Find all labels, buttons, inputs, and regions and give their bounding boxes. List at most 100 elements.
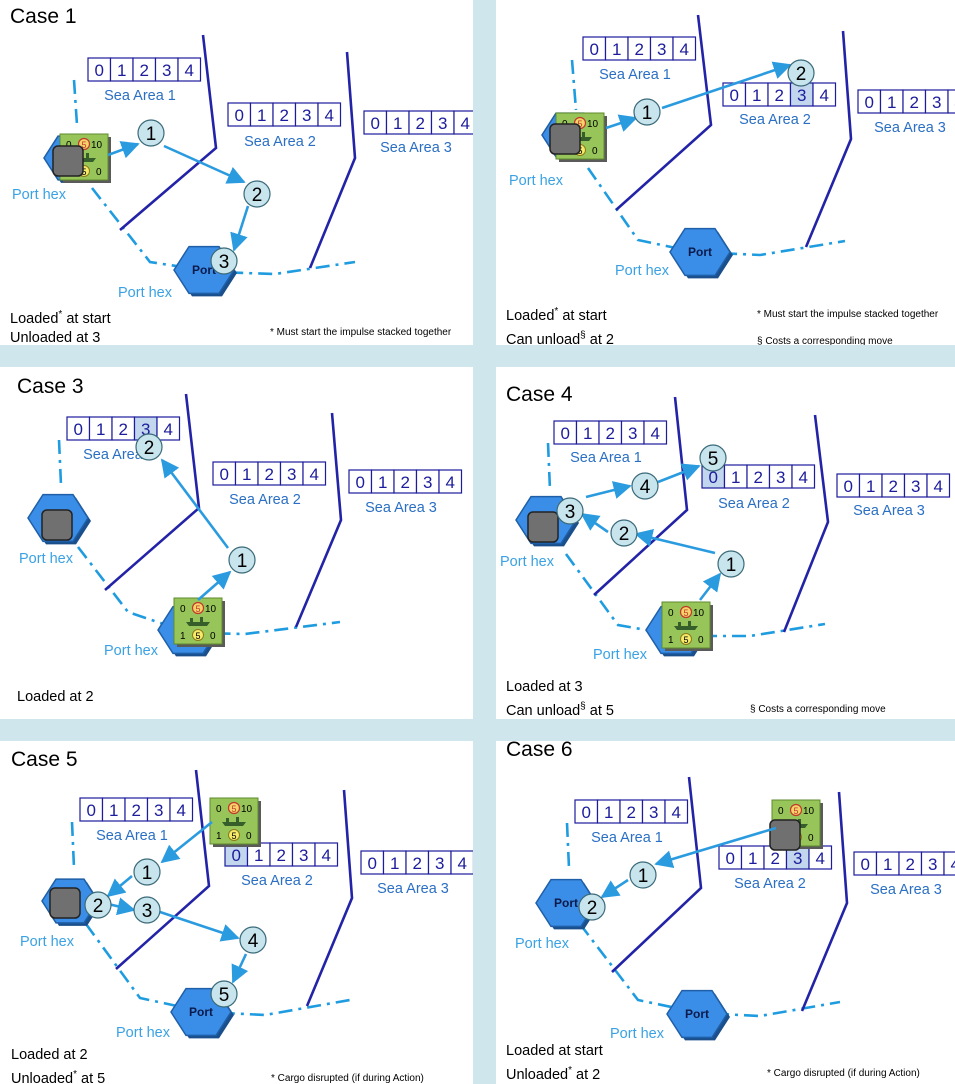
box-number: 2 — [280, 106, 289, 125]
box-number: 4 — [651, 424, 660, 443]
box-number: 2 — [606, 424, 615, 443]
footnote: * Cargo disrupted (if during Action) — [767, 1068, 920, 1079]
box — [812, 82, 837, 107]
case-notes: Loaded at 2 — [17, 688, 94, 707]
note-text: Loaded at 2 — [17, 689, 94, 705]
movement-arrow — [231, 953, 249, 984]
svg-text:5: 5 — [577, 119, 582, 129]
port-hex-label: Port hex — [615, 263, 670, 279]
box-number: 4 — [446, 473, 455, 492]
box-number: 0 — [582, 803, 591, 822]
box — [450, 850, 473, 875]
box-number: 3 — [928, 855, 937, 874]
box-number: 2 — [413, 854, 422, 873]
box-number: 3 — [649, 803, 658, 822]
note-line: Unloaded* at 2 — [506, 1061, 603, 1084]
svg-text:10: 10 — [587, 119, 599, 130]
movement-arrow — [605, 114, 638, 132]
sea-area-label: Sea Area 2 — [229, 492, 301, 508]
svg-text:5: 5 — [195, 604, 200, 614]
box-number: 4 — [672, 803, 681, 822]
box — [643, 420, 668, 445]
note-text: Unloaded at 3 — [10, 329, 101, 345]
sea-area-boundary — [294, 412, 343, 628]
note-line: Loaded* at start — [506, 302, 614, 326]
note-line: Loaded* at start — [10, 305, 111, 329]
box-number: 0 — [730, 86, 739, 105]
case-title: Case 1 — [10, 5, 77, 28]
cargo-unit-counter — [41, 509, 73, 541]
note-line: Loaded at 2 — [17, 688, 94, 707]
box-number: 0 — [232, 846, 241, 865]
svg-text:0: 0 — [210, 631, 216, 642]
step-marker: 4 — [239, 926, 267, 954]
sea-area-label: Sea Area 1 — [599, 67, 671, 83]
coastline — [570, 59, 578, 111]
svg-text:2: 2 — [619, 524, 630, 545]
movement-arrow — [580, 512, 609, 534]
box-number: 0 — [95, 61, 104, 80]
box-number: 2 — [277, 846, 286, 865]
box-number: 4 — [799, 468, 808, 487]
case-title: Case 5 — [11, 748, 78, 771]
port-label: Port — [688, 245, 712, 259]
box — [672, 36, 697, 61]
svg-text:5: 5 — [81, 140, 86, 150]
svg-text:1: 1 — [142, 863, 153, 884]
svg-text:2: 2 — [587, 898, 598, 919]
box-number: 0 — [74, 420, 83, 439]
box-number: 1 — [748, 849, 757, 868]
box-number: 4 — [934, 477, 943, 496]
port-hex-label: Port hex — [12, 187, 67, 203]
note-text: at 5 — [76, 1070, 106, 1084]
sea-area-boundary — [308, 51, 357, 269]
box-number: 0 — [235, 106, 244, 125]
svg-text:5: 5 — [683, 608, 688, 618]
svg-text:3: 3 — [142, 901, 153, 922]
box-number: 3 — [299, 846, 308, 865]
sea-area-label: Sea Area 2 — [718, 496, 790, 512]
movement-arrow — [107, 141, 140, 159]
svg-text:3: 3 — [219, 252, 230, 273]
cargo-unit-counter — [49, 887, 81, 919]
movement-arrow — [654, 826, 777, 869]
port-label: Port — [685, 1007, 709, 1021]
sea-area-label: Sea Area 1 — [96, 828, 168, 844]
step-marker: 4 — [631, 472, 659, 500]
note-text: Loaded at 2 — [11, 1047, 88, 1063]
box-number: 4 — [951, 855, 955, 874]
port-label: Port — [189, 1005, 213, 1019]
svg-text:3: 3 — [565, 502, 576, 523]
note-superscript: * — [568, 1065, 572, 1076]
svg-text:0: 0 — [698, 635, 704, 646]
case-title: Case 6 — [506, 741, 573, 761]
cargo-unit-counter — [769, 819, 801, 851]
note-superscript: § — [580, 701, 586, 712]
note-text: Can unload — [506, 702, 581, 719]
note-superscript: * — [58, 309, 63, 320]
svg-text:2: 2 — [252, 185, 263, 206]
box-number: 0 — [368, 854, 377, 873]
box — [314, 842, 339, 867]
footnote: * Must start the impulse stacked togethe… — [270, 327, 452, 338]
step-marker: 1 — [228, 546, 256, 574]
svg-text:0: 0 — [778, 806, 784, 817]
svg-text:1: 1 — [642, 103, 653, 124]
svg-text:5: 5 — [195, 631, 200, 641]
step-marker: 3 — [133, 896, 161, 924]
sea-area-label: Sea Area 2 — [734, 876, 806, 892]
step-marker: 2 — [135, 433, 163, 461]
box-number: 0 — [726, 849, 735, 868]
box-number: 3 — [287, 465, 296, 484]
